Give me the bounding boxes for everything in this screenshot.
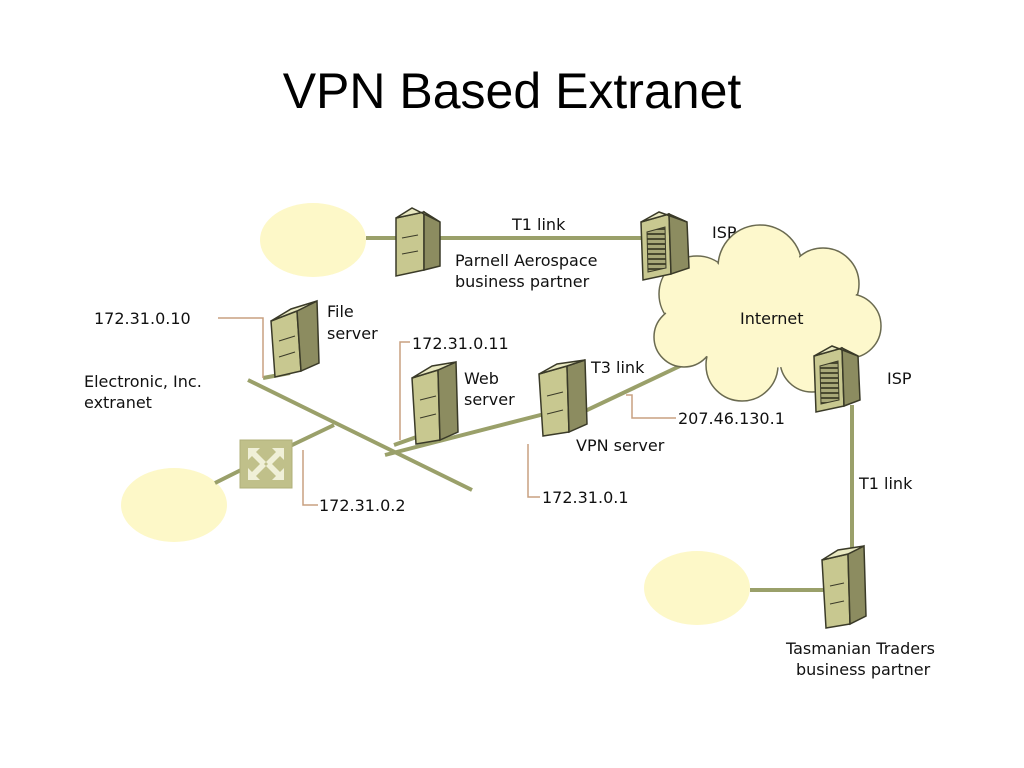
- segment-left-to-router: [214, 468, 242, 485]
- network-segment-top: [260, 203, 366, 277]
- vpn-private-ip-label: 172.31.0.1: [542, 488, 629, 507]
- web-server-icon: [411, 360, 459, 445]
- server-icon: [395, 207, 441, 277]
- vpn-server-label: VPN server: [576, 436, 665, 455]
- network-segment-bottom: [644, 551, 750, 625]
- parnell-label-line1: Parnell Aerospace: [455, 251, 597, 270]
- web-server-ip-label: 172.31.0.11: [412, 334, 509, 353]
- router-icon: [239, 439, 293, 489]
- slide-title: VPN Based Extranet: [282, 63, 742, 119]
- file-server-ip-label: 172.31.0.10: [94, 309, 191, 328]
- link-lines: [214, 236, 854, 592]
- leader-lines: [218, 317, 676, 506]
- network-segment-left: [121, 468, 227, 542]
- file-server-label-line1: File: [327, 302, 354, 321]
- backbone-to-vpn-line: [384, 408, 561, 457]
- isp-server-right-icon: [813, 345, 861, 413]
- internet-label: Internet: [740, 309, 804, 328]
- t3-link-label: T3 link: [590, 358, 645, 377]
- web-server-label-line1: Web: [464, 369, 499, 388]
- backbone-line: [247, 378, 473, 492]
- tasmanian-label-line1: Tasmanian Traders: [785, 639, 935, 658]
- internet-cloud: [653, 224, 882, 402]
- t1-link-right-label: T1 link: [858, 474, 913, 493]
- parnell-label-line2: business partner: [455, 272, 590, 291]
- isp-top-label: ISP: [712, 223, 737, 242]
- tasmanian-server-icon: [821, 544, 867, 629]
- web-server-label-line2: server: [464, 390, 515, 409]
- electronic-label-line2: extranet: [84, 393, 152, 412]
- isp-server-icon: [640, 211, 690, 281]
- vpn-public-ip-label: 207.46.130.1: [678, 409, 785, 428]
- vpn-server-icon: [538, 358, 588, 437]
- tasmanian-label-line2: business partner: [796, 660, 931, 679]
- t1-link-top-label: T1 link: [511, 215, 566, 234]
- isp-right-label: ISP: [887, 369, 912, 388]
- router-to-backbone: [287, 423, 335, 449]
- file-server-icon: [270, 299, 320, 378]
- router-ip-label: 172.31.0.2: [319, 496, 406, 515]
- electronic-label-line1: Electronic, Inc.: [84, 372, 202, 391]
- file-server-label-line2: server: [327, 324, 378, 343]
